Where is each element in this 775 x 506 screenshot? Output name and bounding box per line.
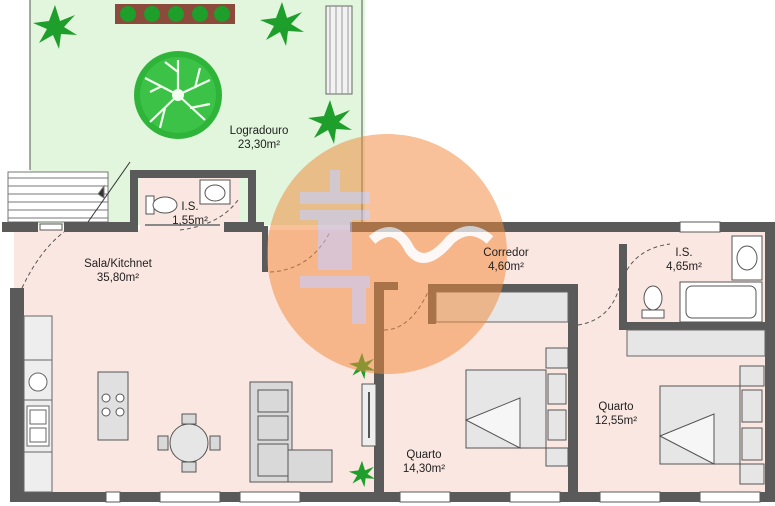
room-label-corredor: Corredor 4,60m² bbox=[483, 246, 528, 274]
room-area: 1,55m² bbox=[172, 215, 208, 227]
room-name: I.S. bbox=[181, 201, 199, 213]
bed-icon bbox=[658, 365, 765, 485]
room-name: Logradouro bbox=[229, 125, 289, 137]
plant-icon bbox=[260, 2, 304, 46]
room-area: 12,55m² bbox=[594, 415, 638, 427]
room-name: Sala/Kitchnet bbox=[84, 258, 152, 270]
wardrobe-right bbox=[626, 329, 766, 357]
bed-icon bbox=[464, 347, 569, 467]
sink-icon bbox=[26, 405, 50, 447]
room-name: I.S. bbox=[675, 247, 693, 259]
room-area: 23,30m² bbox=[237, 139, 281, 151]
stove-icon bbox=[97, 371, 129, 441]
room-label-is-right: I.S. 4,65m² bbox=[666, 246, 702, 274]
room-area: 4,65m² bbox=[666, 261, 702, 273]
tree-icon bbox=[134, 51, 222, 139]
watermark-logo-icon bbox=[267, 134, 507, 374]
planter-plants bbox=[120, 6, 230, 22]
room-label-is-small: I.S. 1,55m² bbox=[172, 200, 208, 228]
plant-icon bbox=[33, 5, 77, 49]
sofa bbox=[249, 381, 333, 483]
sink-icon bbox=[731, 235, 763, 281]
plant-icon bbox=[308, 100, 352, 144]
toilet-icon bbox=[641, 285, 665, 319]
dining-table bbox=[157, 413, 221, 473]
staircase bbox=[7, 161, 131, 223]
room-area: 4,60m² bbox=[488, 261, 524, 273]
room-area: 35,80m² bbox=[96, 272, 140, 284]
sink-icon bbox=[199, 179, 231, 205]
room-label-logradouro: Logradouro 23,30m² bbox=[230, 124, 289, 152]
room-label-quarto2: Quarto 12,55m² bbox=[595, 400, 637, 428]
room-label-quarto1: Quarto 14,30m² bbox=[403, 448, 445, 476]
plant-icon bbox=[348, 460, 376, 488]
kitchen-counter bbox=[23, 315, 53, 493]
room-name: Quarto bbox=[598, 401, 634, 413]
walls bbox=[2, 170, 775, 502]
room-area: 14,30m² bbox=[402, 463, 446, 475]
room-name: Corredor bbox=[483, 247, 529, 259]
wall-openings bbox=[39, 221, 761, 503]
room-label-sala: Sala/Kitchnet 35,80m² bbox=[84, 257, 152, 285]
toilet-icon bbox=[145, 195, 178, 215]
bathtub-icon bbox=[679, 281, 763, 323]
room-name: Quarto bbox=[406, 449, 442, 461]
washing-machine-icon bbox=[28, 372, 48, 392]
